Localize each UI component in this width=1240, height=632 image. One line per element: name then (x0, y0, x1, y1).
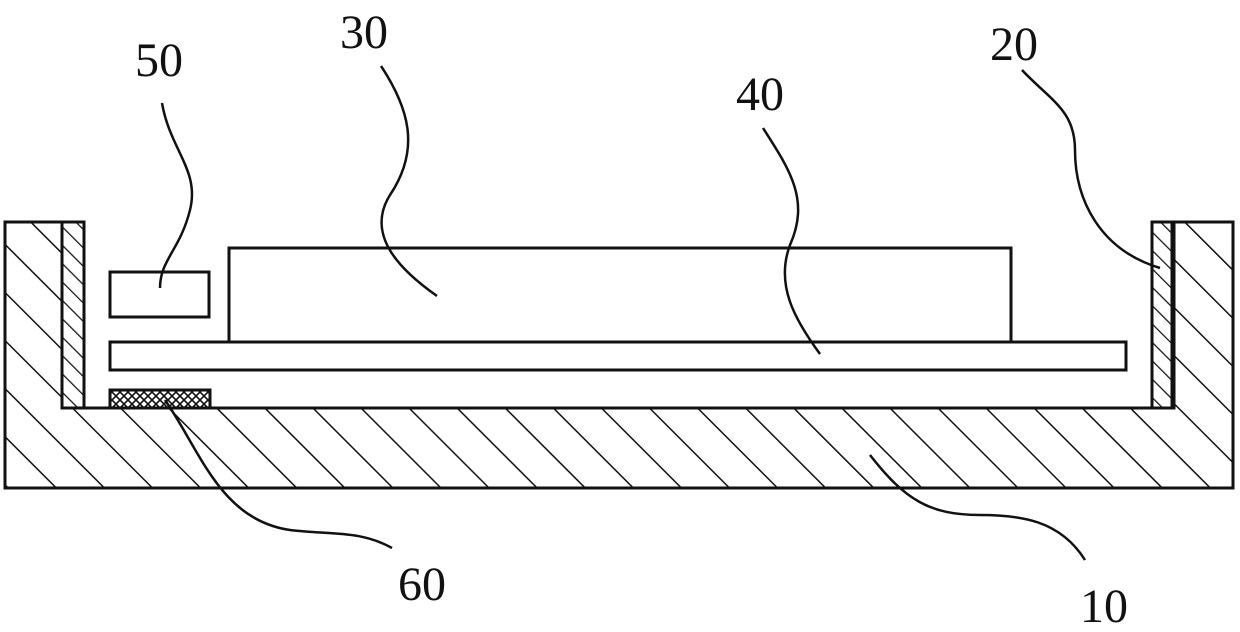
leader-line-20 (1022, 70, 1160, 268)
label-40: 40 (736, 68, 784, 121)
leader-line-50 (160, 103, 192, 288)
pad (110, 390, 210, 408)
label-50: 50 (135, 34, 183, 87)
label-60: 60 (398, 558, 446, 611)
label-20: 20 (990, 18, 1038, 71)
small-block (110, 272, 209, 317)
right-side-liner (1152, 222, 1174, 408)
plate (110, 342, 1126, 370)
left-side-liner (62, 222, 84, 408)
label-10: 10 (1080, 580, 1128, 632)
label-30: 30 (340, 6, 388, 59)
main-block (229, 248, 1011, 342)
